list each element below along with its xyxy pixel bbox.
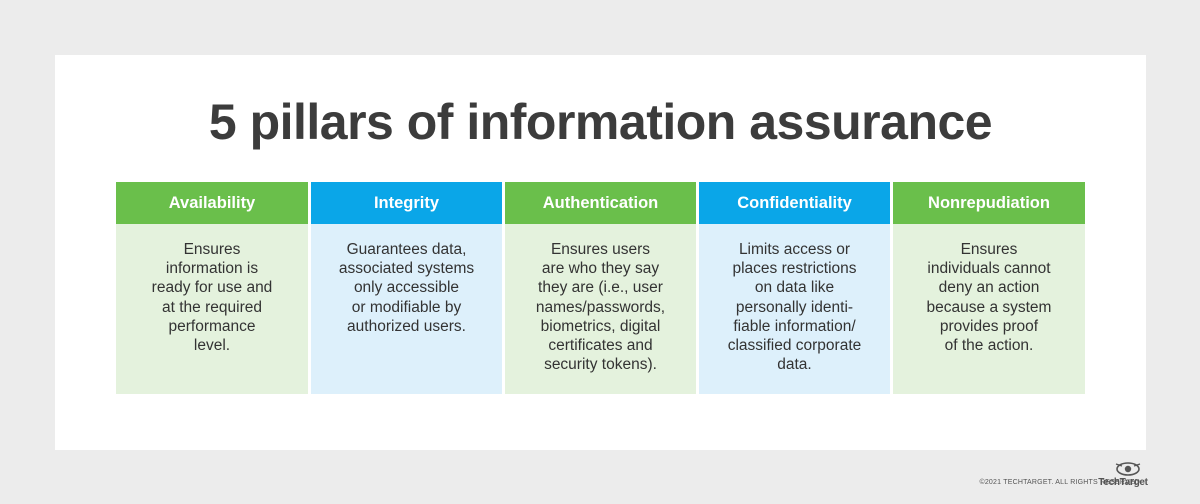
description-line: individuals cannot <box>927 260 1051 278</box>
description-line: classified corporate <box>727 337 862 355</box>
pillar-description: Limits access or places restrictions on … <box>699 224 890 394</box>
description-line: Ensures <box>960 241 1018 258</box>
description-line: deny an action <box>938 279 1040 297</box>
description-line: are who they say <box>541 260 660 278</box>
description-line: places restrictions <box>732 260 857 278</box>
description-line: at the required <box>162 298 262 316</box>
description-line: fiable information/ <box>733 317 856 335</box>
pillars-row: Availability Ensures information is read… <box>116 182 1085 394</box>
description-line: biometrics, digital <box>540 317 661 335</box>
description-line: personally identi- <box>735 298 854 316</box>
pillar-description: Ensures information is ready for use and… <box>116 224 308 394</box>
pillar-heading: Integrity <box>311 182 502 224</box>
techtarget-logo: TechTarget <box>1098 460 1148 490</box>
description-line: data. <box>777 356 812 374</box>
pillar-confidentiality: Confidentiality Limits access or places … <box>699 182 890 394</box>
logo-wordmark: TechTarget <box>1098 477 1148 488</box>
description-line: of the action. <box>944 337 1034 355</box>
pillar-nonrepudiation: Nonrepudiation Ensures individuals canno… <box>893 182 1085 394</box>
pillar-availability: Availability Ensures information is read… <box>116 182 308 394</box>
pillar-description: Ensures individuals cannot deny an actio… <box>893 224 1085 394</box>
description-line: provides proof <box>939 317 1039 335</box>
pillar-authentication: Authentication Ensures users are who the… <box>505 182 696 394</box>
pillar-heading: Nonrepudiation <box>893 182 1085 224</box>
description-line: certificates and <box>548 337 653 355</box>
pillar-heading: Authentication <box>505 182 696 224</box>
description-line: information is <box>165 260 259 278</box>
infographic-card: 5 pillars of information assurance Avail… <box>55 55 1146 450</box>
description-line: performance <box>168 317 256 335</box>
pillar-heading: Confidentiality <box>699 182 890 224</box>
description-line: names/passwords, <box>535 298 666 316</box>
description-line: associated systems <box>338 260 475 278</box>
description-line: Ensures <box>183 241 241 258</box>
pillar-integrity: Integrity Guarantees data, associated sy… <box>311 182 502 394</box>
description-line: or modifiable by <box>351 298 462 316</box>
description-line: Ensures users <box>550 241 651 258</box>
page-title: 5 pillars of information assurance <box>208 94 993 150</box>
description-line: they are (i.e., user <box>538 279 663 297</box>
description-line: only accessible <box>353 279 460 297</box>
description-line: because a system <box>926 298 1052 316</box>
description-line: Guarantees data, <box>346 241 467 258</box>
pillar-description: Ensures users are who they say they are … <box>505 224 696 394</box>
description-line: on data like <box>754 279 835 297</box>
description-line: Limits access or <box>738 241 851 258</box>
description-line: ready for use and <box>151 279 273 297</box>
copyright-notice: ©2021 TECHTARGET. ALL RIGHTS RESERVED <box>979 479 1140 486</box>
pillar-heading: Availability <box>116 182 308 224</box>
description-line: authorized users. <box>347 317 466 335</box>
description-line: level. <box>193 337 231 355</box>
eye-icon <box>1115 462 1141 476</box>
pillar-description: Guarantees data, associated systems only… <box>311 224 502 394</box>
description-line: security tokens). <box>544 356 657 374</box>
